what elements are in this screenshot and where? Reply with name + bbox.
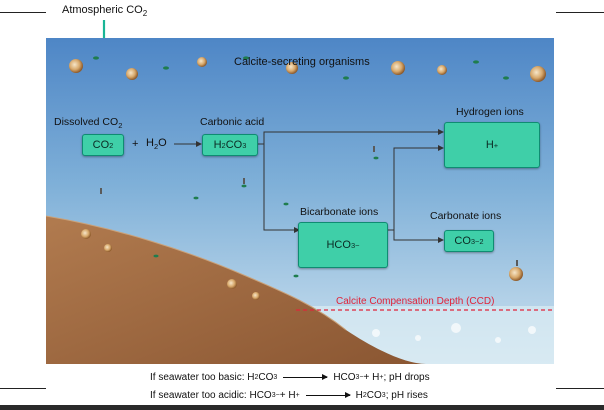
plus-sign: + [132, 138, 139, 150]
atmospheric-co2-label: Atmospheric CO2 [62, 4, 148, 19]
bottom-rule-right [556, 388, 604, 389]
ocean-background [46, 38, 554, 364]
top-rule-left [0, 12, 46, 13]
carbonate-ions-label: Carbonate ions [430, 210, 502, 222]
green-plankton [93, 56, 509, 278]
arrow-heads [196, 129, 444, 243]
deep-water-bubbles [372, 323, 536, 343]
ccd-label: Calcite Compensation Depth (CCD) [336, 296, 495, 307]
organisms-label: Calcite-secreting organisms [234, 56, 370, 68]
bottom-rule-left [0, 388, 46, 389]
dissolved-co2-label: Dissolved CO2 [54, 116, 123, 131]
hydrogen-ions-label: Hydrogen ions [456, 106, 524, 118]
hydrogen-ion-box: H+ [444, 122, 540, 168]
basic-arrow [283, 374, 329, 380]
falling-particles [100, 146, 518, 266]
reaction-arrows [174, 131, 438, 241]
bottom-bar [0, 405, 604, 410]
bicarbonate-ions-label: Bicarbonate ions [300, 206, 379, 218]
acidic-arrow [305, 392, 351, 398]
top-rule-right [556, 12, 604, 13]
water-formula: H2O [146, 137, 167, 152]
carbonic-acid-label: Carbonic acid [200, 116, 265, 128]
ocean-scene: Calcite-secreting organisms Dissolved CO… [46, 38, 554, 364]
shell-cluster [69, 57, 546, 300]
